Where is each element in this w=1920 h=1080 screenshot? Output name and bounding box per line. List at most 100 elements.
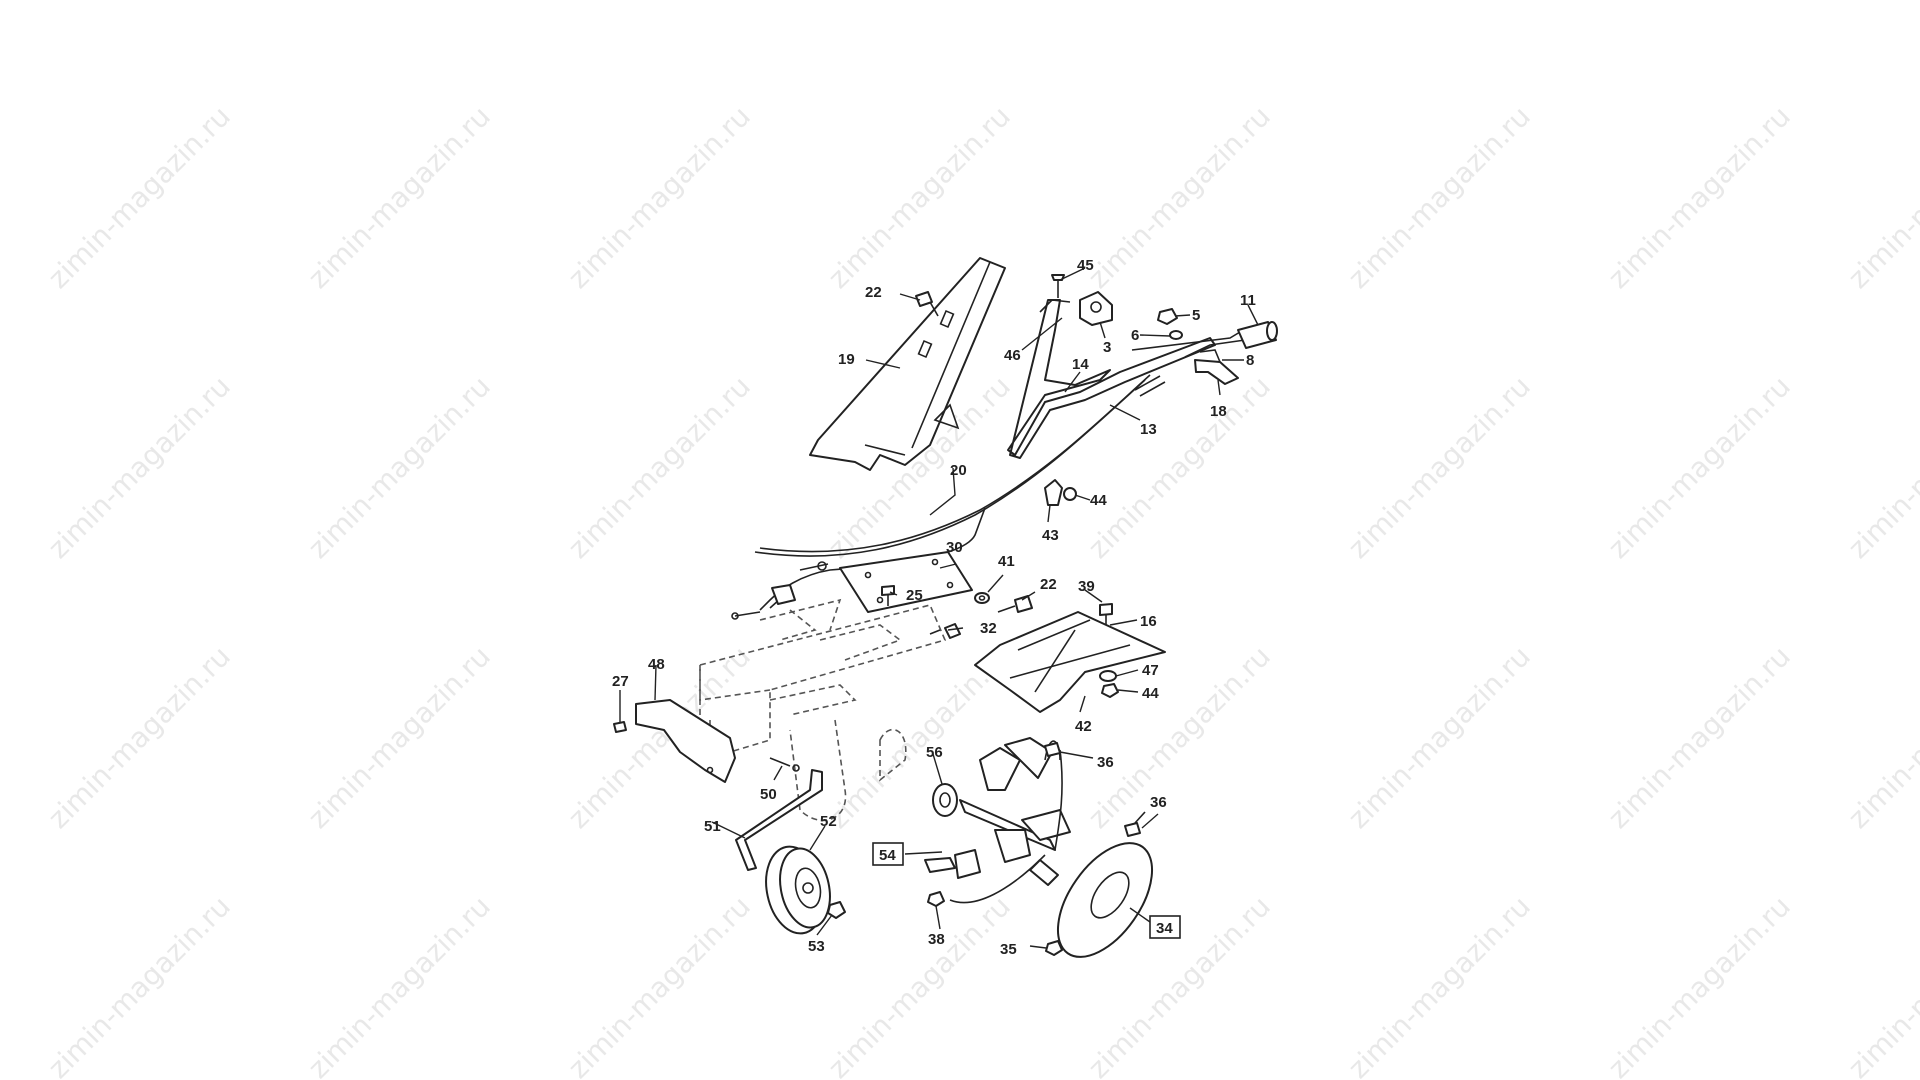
callout-54-box: 54	[872, 842, 904, 866]
watermark-text: zimin-magazin.ru	[302, 370, 497, 565]
watermark-text: zimin-magazin.ru	[1842, 890, 1920, 1080]
bolt-32-part	[929, 623, 961, 639]
callout-34: 34	[1156, 920, 1173, 937]
callout-50: 50	[760, 786, 777, 803]
callout-labels: 22 19 20 45 46 3 5 6 11 8 18 14 13 44 43…	[612, 257, 1256, 958]
callout-46: 46	[1004, 347, 1021, 364]
callout-48: 48	[648, 656, 665, 673]
callout-22: 22	[865, 284, 882, 301]
callout-53: 53	[808, 938, 825, 955]
watermark-layer: zimin-magazin.ru zimin-magazin.ru zimin-…	[42, 100, 1920, 1080]
watermark-text: zimin-magazin.ru	[1082, 370, 1277, 565]
tine-assembly-part	[924, 737, 1071, 904]
callout-51: 51	[704, 818, 721, 835]
callout-30: 30	[946, 539, 963, 556]
callout-35: 35	[1000, 941, 1017, 958]
callout-47: 47	[1142, 662, 1159, 679]
nut-5-part	[1157, 308, 1178, 325]
watermark-text: zimin-magazin.ru	[1842, 370, 1920, 565]
callout-54: 54	[879, 847, 896, 864]
nut-44-part	[1101, 683, 1119, 698]
callout-18: 18	[1210, 403, 1227, 420]
watermark-text: zimin-magazin.ru	[1602, 890, 1797, 1080]
callout-34-box: 34	[1149, 915, 1181, 939]
hub-56-part	[932, 783, 958, 817]
throttle-lever-part	[1194, 349, 1239, 385]
watermark-text: zimin-magazin.ru	[42, 370, 237, 565]
watermark-text: zimin-magazin.ru	[562, 370, 757, 565]
wheel-bracket-part	[735, 769, 823, 871]
watermark-text: zimin-magazin.ru	[562, 100, 757, 295]
callout-45: 45	[1077, 257, 1094, 274]
screw-27-part	[613, 721, 627, 733]
callout-25: 25	[906, 587, 923, 604]
nut-38-part	[927, 891, 945, 907]
callout-32: 32	[980, 620, 997, 637]
watermark-text: zimin-magazin.ru	[1602, 640, 1797, 835]
callout-16: 16	[1140, 613, 1157, 630]
cable-clip-part	[1044, 479, 1077, 506]
callout-20: 20	[950, 462, 967, 479]
callout-44-upper: 44	[1090, 492, 1107, 509]
watermark-text: zimin-magazin.ru	[1082, 100, 1277, 295]
handle-grip-part	[1237, 321, 1278, 349]
callout-38: 38	[928, 931, 945, 948]
callout-39: 39	[1078, 578, 1095, 595]
watermark-text: zimin-magazin.ru	[1342, 890, 1537, 1080]
washer-47-part	[1099, 670, 1117, 682]
watermark-text: zimin-magazin.ru	[1342, 640, 1537, 835]
washer-6-part	[1169, 330, 1183, 340]
washer-41-part	[974, 592, 990, 604]
callout-13: 13	[1140, 421, 1157, 438]
watermark-text: zimin-magazin.ru	[302, 100, 497, 295]
watermark-text: zimin-magazin.ru	[822, 890, 1017, 1080]
watermark-text: zimin-magazin.ru	[562, 890, 757, 1080]
watermark-text: zimin-magazin.ru	[1342, 370, 1537, 565]
nut-35-part	[1045, 940, 1063, 956]
side-plate-part	[635, 699, 736, 783]
watermark-text: zimin-magazin.ru	[42, 890, 237, 1080]
callout-56: 56	[926, 744, 943, 761]
callout-19: 19	[838, 351, 855, 368]
callout-leaders	[619, 267, 1259, 949]
bolt-36-upper-part	[1044, 742, 1061, 757]
callout-27: 27	[612, 673, 629, 690]
callout-11: 11	[1240, 292, 1256, 309]
callout-36-right: 36	[1150, 794, 1167, 811]
mounting-plate-part	[839, 551, 973, 613]
watermark-text: zimin-magazin.ru	[302, 890, 497, 1080]
pin-50-part	[769, 757, 800, 772]
watermark-text: zimin-magazin.ru	[1082, 640, 1277, 835]
watermark-text: zimin-magazin.ru	[1342, 100, 1537, 295]
callout-8: 8	[1246, 352, 1254, 369]
callout-6: 6	[1131, 327, 1139, 344]
watermark-text: zimin-magazin.ru	[42, 100, 237, 295]
callout-43: 43	[1042, 527, 1059, 544]
callout-3: 3	[1103, 339, 1111, 356]
nut-53-part	[827, 901, 846, 919]
callout-41: 41	[998, 553, 1015, 570]
bolt-36-right-part	[1124, 811, 1146, 837]
transport-wheel-part	[765, 845, 831, 935]
callout-5: 5	[1192, 307, 1200, 324]
watermark-text: zimin-magazin.ru	[1842, 640, 1920, 835]
callout-42: 42	[1075, 718, 1092, 735]
callout-14: 14	[1072, 356, 1089, 373]
watermark-text: zimin-magazin.ru	[42, 640, 237, 835]
handle-cover-part	[809, 257, 1006, 471]
bolt-22-lower-part	[997, 595, 1033, 613]
tine-shield-part	[974, 611, 1166, 713]
watermark-text: zimin-magazin.ru	[1602, 100, 1797, 295]
callout-52: 52	[820, 813, 837, 830]
callout-22-lower: 22	[1040, 576, 1057, 593]
outer-disc-part	[1056, 842, 1154, 958]
bolt-39-part	[1099, 603, 1113, 630]
handle-bar-part	[1007, 299, 1246, 459]
bolt-22-upper-part	[915, 291, 939, 317]
watermark-text: zimin-magazin.ru	[1842, 100, 1920, 295]
callout-36-upper: 36	[1097, 754, 1114, 771]
callout-44-lower: 44	[1142, 685, 1159, 702]
watermark-text: zimin-magazin.ru	[302, 640, 497, 835]
